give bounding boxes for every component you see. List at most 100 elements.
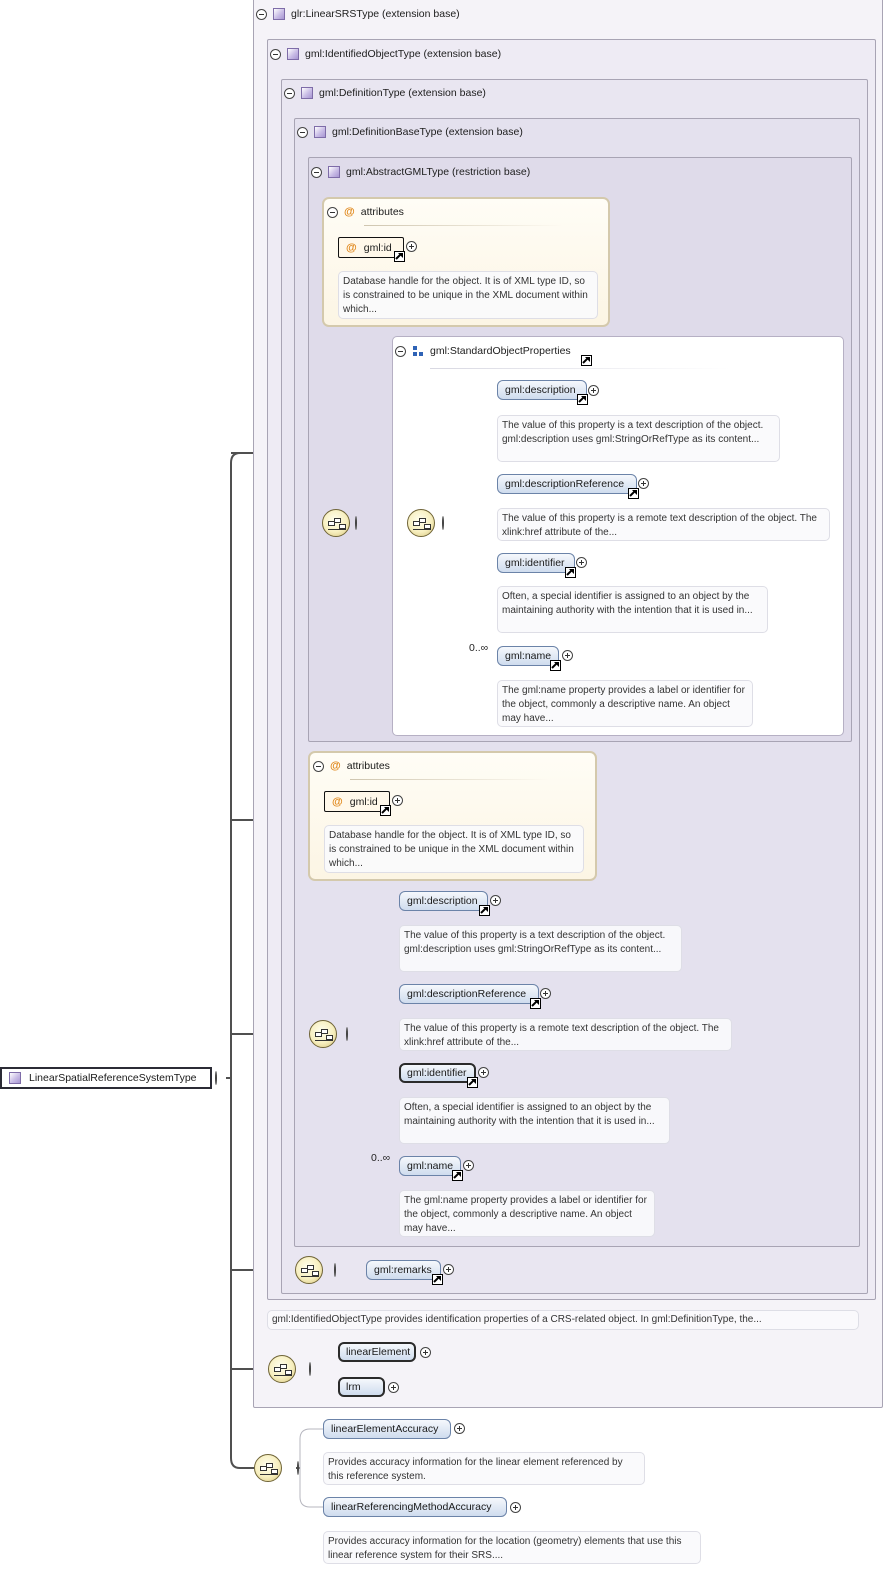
sequence-compositor-icon[interactable] [309,1020,337,1048]
attribute-gml-id[interactable]: @ gml:id [324,791,390,812]
linear-srs-type-header[interactable]: glr:LinearSRSType (extension base) [256,6,460,22]
reference-arrow-icon[interactable] [432,1274,443,1285]
type-doc: gml:IdentifiedObjectType provides identi… [267,1310,859,1330]
collapse-icon[interactable] [284,87,295,99]
attribute-at-icon: @ [332,795,343,808]
collapse-icon[interactable] [442,516,444,530]
element-gml-remarks[interactable]: gml:remarks [366,1260,441,1280]
element-doc: The gml:name property provides a label o… [497,680,753,727]
expand-icon[interactable] [443,1264,454,1275]
collapse-icon[interactable] [327,206,338,218]
expand-icon[interactable] [388,1382,399,1393]
expand-icon[interactable] [490,895,501,906]
expand-icon[interactable] [463,1160,474,1171]
attributes-panel: @ attributes @ gml:id Database handle fo… [322,197,610,327]
expand-icon[interactable] [562,650,573,661]
occurrence-label: 0..∞ [469,642,489,654]
collapse-icon[interactable] [334,1263,336,1277]
reference-arrow-icon[interactable] [467,1077,478,1088]
attributes-header[interactable]: @ attributes [327,206,404,218]
element-gml-identifier[interactable]: gml:identifier [497,553,575,573]
sequence-compositor-icon[interactable] [407,509,435,537]
identified-object-type-header[interactable]: gml:IdentifiedObjectType (extension base… [270,46,501,62]
expand-icon[interactable] [406,241,417,252]
complex-type-icon [328,166,340,178]
attribute-doc: Database handle for the object. It is of… [324,825,584,873]
expand-icon[interactable] [478,1067,489,1078]
complex-type-icon [314,126,326,138]
expand-icon[interactable] [510,1502,521,1513]
element-gml-description[interactable]: gml:description [497,380,587,400]
collapse-icon[interactable] [309,1362,311,1376]
expand-icon[interactable] [588,385,599,396]
reference-arrow-icon[interactable] [565,567,576,578]
attributes-title: attributes [346,760,390,772]
expand-icon[interactable] [420,1347,431,1358]
element-doc: The value of this property is a remote t… [399,1018,732,1051]
sequence-compositor-icon[interactable] [322,509,350,537]
definition-base-type-header[interactable]: gml:DefinitionBaseType (extension base) [297,124,523,140]
reference-arrow-icon[interactable] [628,488,639,499]
sequence-compositor-icon[interactable] [295,1256,323,1284]
element-doc: Provides accuracy information for the li… [323,1452,645,1485]
reference-arrow-icon[interactable] [530,998,541,1009]
complex-type-icon [287,48,299,60]
attributes-header[interactable]: @ attributes [313,760,390,772]
root-type-label: LinearSpatialReferenceSystemType [29,1072,197,1084]
definition-type-header[interactable]: gml:DefinitionType (extension base) [284,85,486,101]
attribute-doc: Database handle for the object. It is of… [338,271,598,319]
element-gml-identifier[interactable]: gml:identifier [399,1063,476,1083]
attribute-at-icon: @ [346,241,357,254]
collapse-icon[interactable] [346,1027,348,1041]
expand-icon[interactable] [576,557,587,568]
collapse-icon[interactable] [313,760,324,772]
reference-arrow-icon[interactable] [550,660,561,671]
collapse-icon[interactable] [297,126,308,138]
collapse-icon[interactable] [355,516,357,530]
collapse-icon[interactable] [395,345,406,357]
element-gml-name[interactable]: gml:name [497,646,559,666]
header-rule [350,779,550,780]
standard-object-properties-header[interactable]: gml:StandardObjectProperties [395,343,571,359]
element-doc: The value of this property is a text des… [497,415,780,462]
occurrence-label: 0..∞ [371,1152,391,1164]
attributes-panel: @ attributes @ gml:id Database handle fo… [308,751,597,881]
collapse-icon[interactable] [256,8,267,20]
complex-type-icon [9,1072,21,1084]
element-doc: Often, a special identifier is assigned … [497,586,768,633]
reference-arrow-icon[interactable] [394,251,405,262]
element-gml-description[interactable]: gml:description [399,891,488,911]
element-gml-description-reference[interactable]: gml:descriptionReference [399,984,539,1004]
expand-icon[interactable] [540,988,551,999]
attribute-name: gml:id [363,241,392,254]
root-type-box[interactable]: LinearSpatialReferenceSystemType [0,1067,212,1089]
element-doc: Provides accuracy information for the lo… [323,1531,701,1564]
attribute-name: gml:id [349,795,378,808]
attribute-at-icon: @ [344,206,355,218]
type-label: gml:IdentifiedObjectType (extension base… [305,48,502,60]
abstract-gml-type-header[interactable]: gml:AbstractGMLType (restriction base) [311,164,530,180]
collapse-icon[interactable] [311,166,322,178]
complex-type-icon [273,8,285,20]
collapse-icon[interactable] [297,1461,299,1475]
type-label: gml:DefinitionType (extension base) [319,87,486,99]
reference-arrow-icon[interactable] [581,355,592,366]
element-linear-element[interactable]: linearElement [338,1342,416,1362]
reference-arrow-icon[interactable] [479,905,490,916]
expand-icon[interactable] [638,478,649,489]
collapse-icon[interactable] [215,1071,217,1085]
element-gml-name[interactable]: gml:name [399,1156,461,1176]
element-gml-description-reference[interactable]: gml:descriptionReference [497,474,637,494]
element-linear-element-accuracy[interactable]: linearElementAccuracy [323,1419,451,1439]
reference-arrow-icon[interactable] [452,1170,463,1181]
sequence-compositor-icon[interactable] [254,1454,282,1482]
collapse-icon[interactable] [270,48,281,60]
expand-icon[interactable] [454,1423,465,1434]
reference-arrow-icon[interactable] [380,805,391,816]
attribute-gml-id[interactable]: @ gml:id [338,237,404,258]
sequence-compositor-icon[interactable] [268,1355,296,1383]
element-lrm[interactable]: lrm [338,1377,385,1397]
expand-icon[interactable] [392,795,403,806]
element-linear-referencing-method-accuracy[interactable]: linearReferencingMethodAccuracy [323,1497,507,1517]
reference-arrow-icon[interactable] [577,394,588,405]
